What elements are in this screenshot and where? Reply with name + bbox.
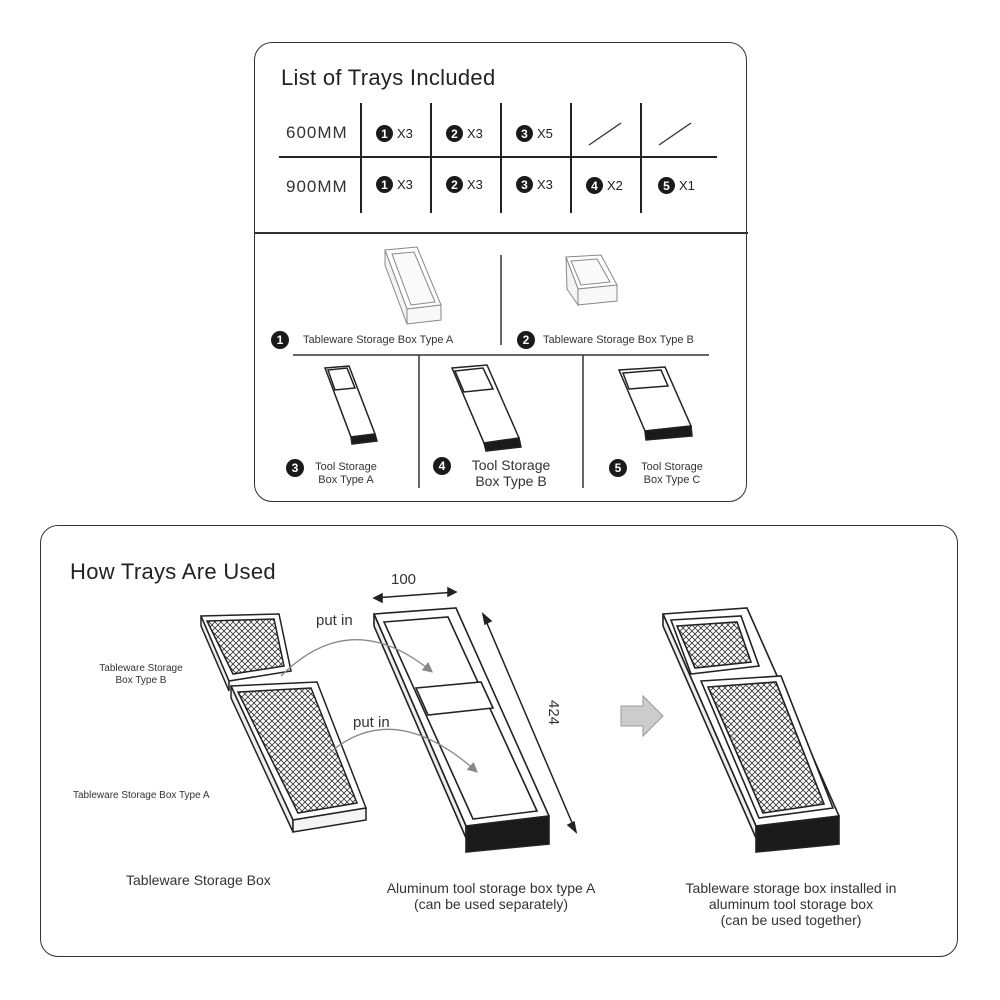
tray-name: Tableware Storage Box Type A <box>303 334 454 346</box>
number-badge: 3 <box>516 125 533 142</box>
tool-box-type-a-illustration <box>323 365 378 445</box>
arrow-right-icon <box>620 694 664 738</box>
put-in-label: put in <box>353 714 390 731</box>
tray-name-line: Box Type C <box>643 474 701 486</box>
trays-usage-panel: How Trays Are Used <box>40 525 958 957</box>
qty-cell: 5 X1 <box>658 177 695 194</box>
number-badge: 4 <box>433 457 451 475</box>
width-value: 100 <box>391 571 417 588</box>
row-label-900mm: 900MM <box>286 177 348 196</box>
empty-cell-slash <box>658 122 692 146</box>
tray-caption-1: 1 Tableware Storage Box Type A <box>271 331 453 349</box>
caption-line: Aluminum tool storage box type A <box>386 880 596 896</box>
usage-illustration <box>199 586 841 853</box>
qty-cell: 1 X3 <box>376 125 413 142</box>
caption-line: (can be used separately) <box>413 896 569 912</box>
number-badge: 1 <box>376 125 393 142</box>
number-badge: 4 <box>586 177 603 194</box>
tool-box-type-c-illustration <box>617 366 693 441</box>
qty-value: X3 <box>467 126 483 141</box>
length-value: 424 <box>545 699 563 726</box>
qty-cell: 3 X3 <box>516 176 553 193</box>
tray-caption-4: 4 <box>433 457 451 475</box>
type-a-label: Tableware Storage Box Type A <box>73 790 210 801</box>
qty-cell: 4 X2 <box>586 177 623 194</box>
tool-box-type-b-illustration <box>450 364 522 452</box>
number-badge: 2 <box>517 331 535 349</box>
qty-value: X3 <box>397 177 413 192</box>
tray-name-line: Tool Storage <box>471 457 551 473</box>
qty-value: X3 <box>467 177 483 192</box>
tray-caption-3: 3 <box>286 459 304 477</box>
qty-value: X1 <box>679 178 695 193</box>
row-label-600mm: 600MM <box>286 123 348 142</box>
qty-cell: 2 X3 <box>446 176 483 193</box>
tray-caption-2: 2 Tableware Storage Box Type B <box>517 331 694 349</box>
number-badge: 1 <box>376 176 393 193</box>
tray-name-line: Tool Storage <box>641 461 703 473</box>
qty-value: X2 <box>607 178 623 193</box>
number-badge: 2 <box>446 125 463 142</box>
tray-caption-5: 5 <box>609 459 627 477</box>
number-badge: 3 <box>286 459 304 477</box>
tableware-box-type-b-illustration <box>565 254 618 307</box>
tray-table-grid <box>255 103 748 488</box>
caption-line: aluminum tool storage box <box>708 896 874 912</box>
tray-name-line: Box Type A <box>318 474 374 486</box>
trays-included-panel: List of Trays Included <box>254 42 748 502</box>
qty-value: X3 <box>397 126 413 141</box>
tray-name: Tool Storage Box Type A <box>305 461 387 487</box>
panel-title: How Trays Are Used <box>70 559 276 584</box>
number-badge: 3 <box>516 176 533 193</box>
number-badge: 2 <box>446 176 463 193</box>
put-in-label: put in <box>316 612 353 629</box>
tableware-box-type-a-illustration <box>384 246 442 325</box>
qty-cell: 3 X5 <box>516 125 553 142</box>
tray-name-line: Tool Storage <box>315 461 377 473</box>
panel-title: List of Trays Included <box>281 65 496 90</box>
put-in-arrow <box>325 728 478 773</box>
label-line: Box Type B <box>115 675 167 686</box>
label-line: Tableware Storage <box>99 663 183 674</box>
qty-cell: 1 X3 <box>376 176 413 193</box>
tray-name: Tool Storage Box Type C <box>627 461 717 487</box>
qty-cell: 2 X3 <box>446 125 483 142</box>
number-badge: 1 <box>271 331 289 349</box>
caption-tableware-box: Tableware Storage Box <box>126 872 271 888</box>
number-badge: 5 <box>609 459 627 477</box>
caption-combined: Tableware storage box installed in alumi… <box>641 880 941 928</box>
width-dimension <box>372 586 458 604</box>
tray-name: Tool Storage Box Type B <box>455 457 567 489</box>
tray-name: Tableware Storage Box Type B <box>543 334 694 346</box>
tableware-storage-box-illustration <box>199 613 368 833</box>
caption-aluminum-box: Aluminum tool storage box type A (can be… <box>341 880 641 912</box>
empty-cell-slash <box>588 122 622 146</box>
tray-name-line: Box Type B <box>475 473 547 489</box>
qty-value: X3 <box>537 177 553 192</box>
caption-line: (can be used together) <box>720 912 862 928</box>
type-b-label: Tableware Storage Box Type B <box>81 663 201 687</box>
caption-line: Tableware storage box installed in <box>685 880 897 896</box>
length-dimension <box>481 611 578 835</box>
number-badge: 5 <box>658 177 675 194</box>
qty-value: X5 <box>537 126 553 141</box>
combined-box-illustration <box>661 607 841 853</box>
put-in-arrow <box>280 639 434 677</box>
